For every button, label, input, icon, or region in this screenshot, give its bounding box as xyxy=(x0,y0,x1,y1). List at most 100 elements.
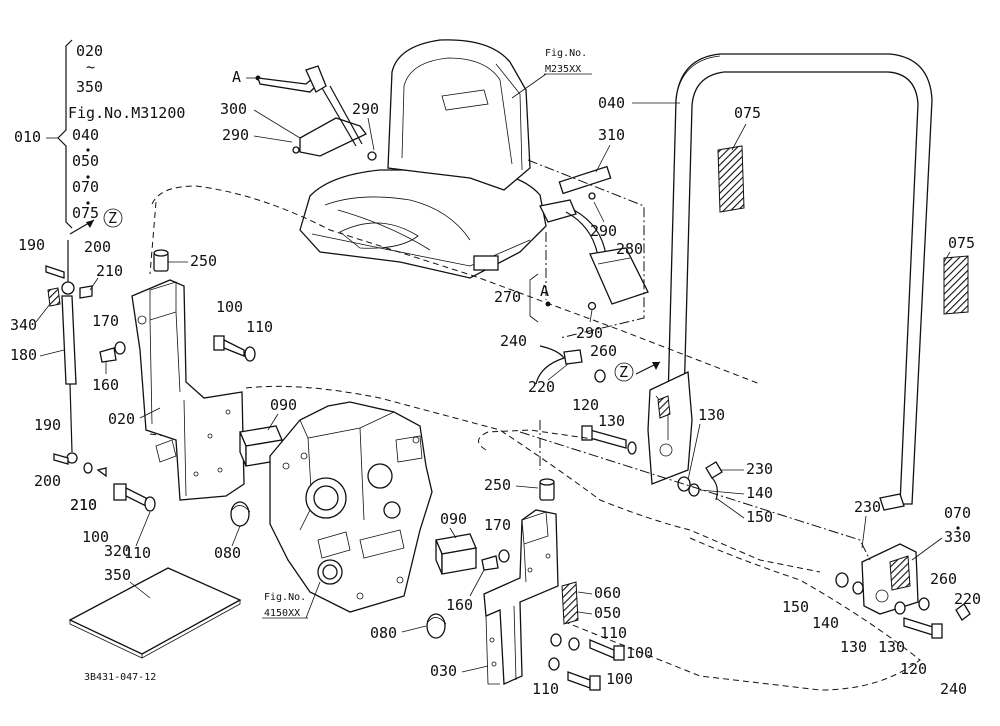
range-label-040: 040 xyxy=(72,126,99,144)
label-240-a: 240 xyxy=(500,332,527,350)
label-110-c: 110 xyxy=(600,624,627,642)
label-350: 350 xyxy=(104,566,131,584)
fig-ref-m31200: Fig.No.M31200 xyxy=(68,104,185,122)
label-040: 040 xyxy=(598,94,625,112)
label-140-a: 140 xyxy=(746,484,773,502)
label-180: 180 xyxy=(10,346,37,364)
label-100-c: 100 xyxy=(626,644,653,662)
label-070: 070 xyxy=(944,504,971,522)
label-320: 320 xyxy=(104,542,131,560)
label-160-b: 160 xyxy=(446,596,473,614)
label-220-b: 220 xyxy=(954,590,981,608)
label-230-a: 230 xyxy=(746,460,773,478)
range-label-050: 050 xyxy=(72,152,99,170)
rops-frame-040 xyxy=(667,53,969,505)
range-tilde: ~ xyxy=(86,58,95,76)
label-110-b: 110 xyxy=(124,544,151,562)
fig-m235xx: M235XX xyxy=(545,64,581,75)
range-label-070: 070 xyxy=(72,178,99,196)
gas-strut-180 xyxy=(61,240,78,464)
label-160-a: 160 xyxy=(92,376,119,394)
label-120-b: 120 xyxy=(900,660,927,678)
label-190-a: 190 xyxy=(18,236,45,254)
bracket-020 xyxy=(131,249,245,501)
label-330: 330 xyxy=(944,528,971,546)
ref-a-mid: A xyxy=(540,282,549,300)
label-050: 050 xyxy=(594,604,621,622)
bolt-100-mid-right xyxy=(550,633,625,661)
label-100-d: 100 xyxy=(606,670,633,688)
label-130-left: 130 xyxy=(598,412,625,430)
bolt-120-left xyxy=(581,425,637,455)
range-label-075: 075 xyxy=(72,204,99,222)
label-100-a: 100 xyxy=(216,298,243,316)
label-260-a: 260 xyxy=(590,342,617,360)
label-130-right-foot: 130 xyxy=(698,406,725,424)
label-030: 030 xyxy=(430,662,457,680)
label-020: 020 xyxy=(108,410,135,428)
label-150-a: 150 xyxy=(746,508,773,526)
range-label-020: 020 xyxy=(76,42,103,60)
label-080-b: 080 xyxy=(370,624,397,642)
fig-4150xx: 4150XX xyxy=(264,608,300,619)
label-300: 300 xyxy=(220,100,247,118)
label-290-c: 290 xyxy=(590,222,617,240)
fig-no-label: Fig.No. xyxy=(545,48,587,59)
label-110-d: 110 xyxy=(532,680,559,698)
drawing-number: 3B431-047-12 xyxy=(84,672,156,683)
bolt-100-upper-left xyxy=(213,335,256,362)
label-090-a: 090 xyxy=(270,396,297,414)
group-bracket-010 xyxy=(46,39,73,229)
label-090-b: 090 xyxy=(440,510,467,528)
label-190-b: 190 xyxy=(34,416,61,434)
label-130-b: 130 xyxy=(840,638,867,656)
label-230-b: 230 xyxy=(854,498,881,516)
label-110-a: 110 xyxy=(246,318,273,336)
ref-z-mid: Z xyxy=(619,363,628,381)
label-200-b: 200 xyxy=(34,472,61,490)
label-210-c: 210 xyxy=(70,496,97,514)
label-060: 060 xyxy=(594,584,621,602)
nut-140-150 xyxy=(677,461,723,501)
bracket-030 xyxy=(483,478,579,685)
label-210-b: 210 xyxy=(70,496,97,514)
label-140-b: 140 xyxy=(812,614,839,632)
bolt-100-bottom-right xyxy=(548,657,601,691)
rops-foot-left xyxy=(647,371,693,485)
ref-a-top: A xyxy=(232,68,241,86)
label-290-b: 290 xyxy=(352,100,379,118)
ref-z-circle-left xyxy=(103,208,123,228)
belt-buckle-300 xyxy=(257,65,377,161)
bolt-100-lower-left xyxy=(113,483,156,512)
ref-z-left: Z xyxy=(108,209,117,227)
small-parts-left xyxy=(45,265,107,478)
label-170-a: 170 xyxy=(92,312,119,330)
label-080-a: 080 xyxy=(214,544,241,562)
fig-no-label-2: Fig.No. xyxy=(264,592,306,603)
label-150-b: 150 xyxy=(782,598,809,616)
label-290-a: 290 xyxy=(222,126,249,144)
label-250-b: 250 xyxy=(484,476,511,494)
pad-090-right xyxy=(435,533,477,575)
label-220-a: 220 xyxy=(528,378,555,396)
damper-080-left xyxy=(230,501,251,527)
label-130-c: 130 xyxy=(878,638,905,656)
label-340: 340 xyxy=(10,316,37,334)
seat-belt-280 xyxy=(539,165,649,311)
label-250-a: 250 xyxy=(190,252,217,270)
label-270: 270 xyxy=(494,288,521,306)
label-075-b: 075 xyxy=(948,234,975,252)
label-210-a: 210 xyxy=(96,262,123,280)
operators-manual xyxy=(68,567,242,659)
transmission-housing xyxy=(269,401,433,613)
rops-foot-right xyxy=(861,493,919,615)
range-label-350: 350 xyxy=(76,78,103,96)
label-200-a: 200 xyxy=(84,238,111,256)
label-310: 310 xyxy=(598,126,625,144)
label-280: 280 xyxy=(616,240,643,258)
label-100-b: 100 xyxy=(82,528,109,546)
label-170-b: 170 xyxy=(484,516,511,534)
wire-harness-240 xyxy=(535,345,606,385)
seat-assembly xyxy=(299,39,547,279)
